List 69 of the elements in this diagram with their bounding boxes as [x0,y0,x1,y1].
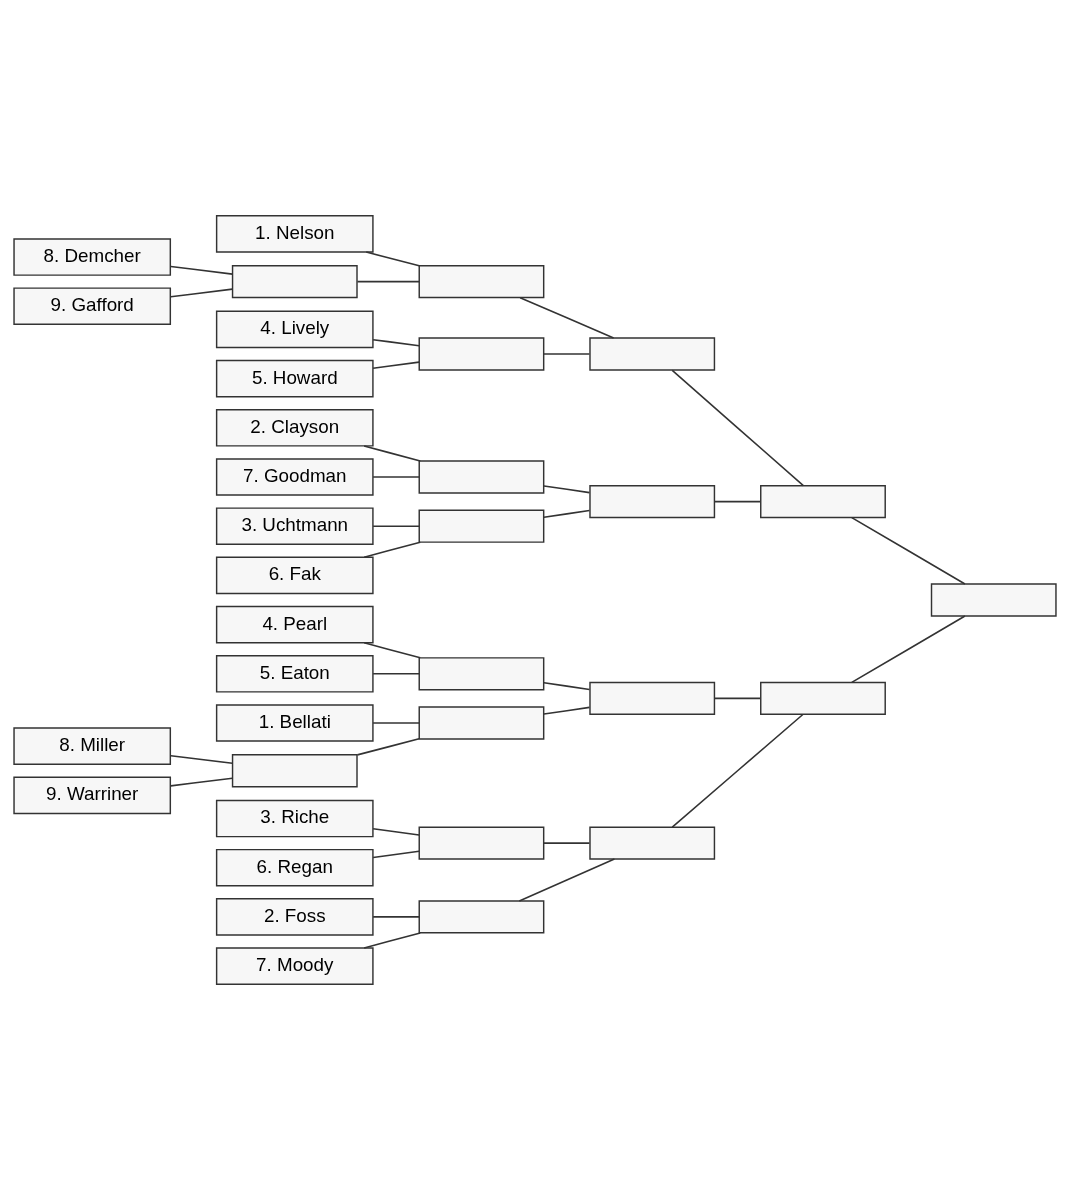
node-box [930,583,1057,617]
connector [543,509,591,519]
node-box [418,706,545,740]
node-box: 6. Fak [215,556,374,595]
connector [671,713,804,828]
node-box [760,484,886,519]
connector [372,338,420,347]
node-box: 1. Nelson [215,215,374,253]
connector [372,850,420,859]
connector [543,706,591,715]
connector [713,697,761,700]
connector [543,353,591,355]
node-box: 5. Howard [215,359,374,398]
connector [851,516,966,585]
connector [170,288,234,298]
node-box [589,337,716,371]
node-box [589,484,716,519]
node-box [418,826,545,860]
connector [543,681,591,691]
connector [372,361,420,370]
connector [372,828,420,836]
connector [363,642,422,659]
connector [363,541,422,558]
connector [671,369,805,487]
node-box: 3. Riche [215,799,374,838]
node-box: 1. Bellati [215,704,374,742]
node-box: 8. Miller [13,727,172,765]
node-box [418,509,545,543]
connector [372,673,420,675]
connector [356,738,420,756]
connector [363,445,422,462]
connector [851,615,966,684]
node-box [589,681,716,716]
connector [372,476,420,478]
node-box: 2. Clayson [215,408,374,447]
node-box [418,460,545,494]
node-box [231,754,358,788]
connector [356,280,420,283]
node-box: 4. Pearl [215,605,374,644]
connector [519,296,615,339]
node-box [589,826,716,860]
node-box [231,265,358,299]
connector [170,265,234,275]
node-box [418,657,545,691]
node-box: 5. Eaton [215,655,374,693]
node-box: 9. Warriner [13,776,172,815]
connector [713,500,761,503]
node-box: 2. Foss [215,898,374,936]
connector [543,485,591,494]
node-box: 7. Goodman [215,458,374,496]
node-box [418,900,545,934]
node-box: 9. Gafford [13,287,172,326]
connector [170,777,234,787]
node-box: 7. Moody [215,947,374,985]
node-box: 8. Demcher [13,238,172,276]
connector [372,916,420,918]
connector [363,932,422,949]
connector [543,842,591,844]
node-box: 3. Uchtmann [215,507,374,545]
node-box: 4. Lively [215,310,374,349]
connector [170,754,234,765]
node-box [418,265,545,299]
connector [365,251,420,267]
node-box [760,681,886,716]
connector [372,525,420,527]
connector [372,722,420,724]
node-box: 6. Regan [215,848,374,887]
node-box [418,337,545,371]
connector [518,858,616,902]
